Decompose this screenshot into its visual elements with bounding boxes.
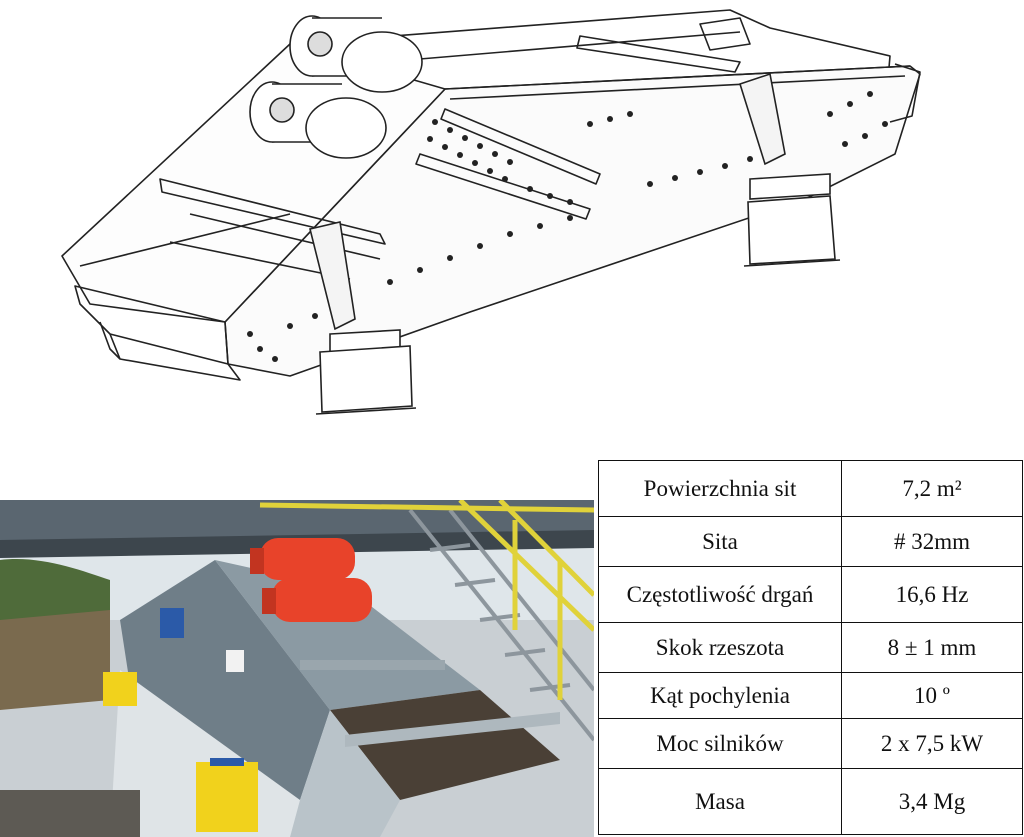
spec-value: 16,6 Hz bbox=[841, 566, 1023, 623]
spec-value: 3,4 Mg bbox=[841, 768, 1023, 835]
cross-beam bbox=[159, 178, 386, 245]
spec-label: Kąt pochylenia bbox=[598, 672, 842, 719]
spec-value: 8 ± 1 mm bbox=[841, 622, 1023, 673]
specifications-table: Powierzchnia sit 7,2 m² Sita # 32mm Częs… bbox=[598, 460, 1023, 835]
spec-value: # 32mm bbox=[841, 516, 1023, 567]
spec-label: Skok rzeszota bbox=[598, 622, 842, 673]
table-row: Częstotliwość drgań 16,6 Hz bbox=[598, 566, 1023, 623]
table-row: Masa 3,4 Mg bbox=[598, 768, 1023, 835]
spec-label: Sita bbox=[598, 516, 842, 567]
table-row: Moc silników 2 x 7,5 kW bbox=[598, 718, 1023, 769]
left-support bbox=[103, 672, 137, 706]
left-spring-mount bbox=[319, 345, 413, 413]
table-row: Sita # 32mm bbox=[598, 516, 1023, 567]
yellow-railing bbox=[259, 500, 594, 700]
table-row: Powierzchnia sit 7,2 m² bbox=[598, 460, 1023, 517]
red-vibration-motors bbox=[250, 538, 372, 622]
table-row: Skok rzeszota 8 ± 1 mm bbox=[598, 622, 1023, 673]
spec-value: 10 º bbox=[841, 672, 1023, 719]
table-row: Kąt pochylenia 10 º bbox=[598, 672, 1023, 719]
spring-supports bbox=[309, 72, 841, 415]
spec-label: Masa bbox=[598, 768, 842, 835]
installed-screen-photo bbox=[0, 500, 594, 837]
bolt-pattern bbox=[247, 91, 888, 362]
cross-pipe bbox=[300, 660, 445, 670]
screen-deck bbox=[330, 690, 560, 800]
spec-value: 7,2 m² bbox=[841, 460, 1023, 517]
bottom-deck bbox=[74, 285, 229, 365]
spec-label: Moc silników bbox=[598, 718, 842, 769]
spec-label: Powierzchnia sit bbox=[598, 460, 842, 517]
right-spring-mount bbox=[747, 195, 836, 265]
drive-motors bbox=[249, 15, 423, 159]
right-support bbox=[196, 762, 258, 832]
staircase bbox=[408, 508, 594, 742]
spec-value: 2 x 7,5 kW bbox=[841, 718, 1023, 769]
screen-technical-drawing bbox=[61, 9, 921, 415]
spec-label: Częstotliwość drgań bbox=[598, 566, 842, 623]
